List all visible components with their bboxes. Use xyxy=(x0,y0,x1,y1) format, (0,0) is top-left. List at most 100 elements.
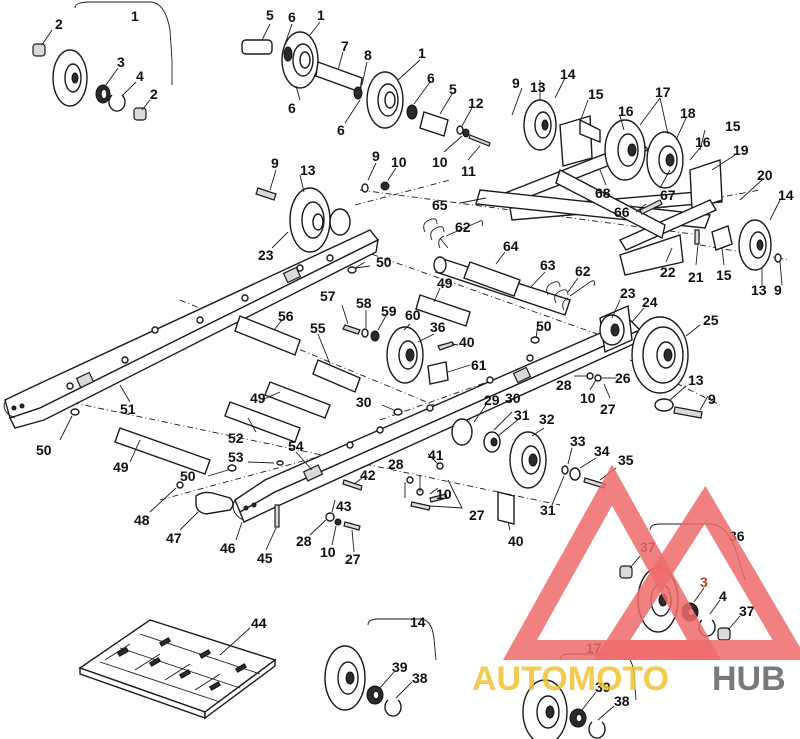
bolt-27b xyxy=(429,493,448,503)
callout: 4 xyxy=(719,588,727,604)
idler-wheel-group-top-left xyxy=(32,1,173,121)
callout: 39 xyxy=(392,659,408,675)
callout: 21 xyxy=(688,269,704,285)
arm-end xyxy=(619,234,684,276)
callout: 23 xyxy=(258,247,274,263)
inset-wheel-14 xyxy=(324,618,437,717)
callout: 27 xyxy=(469,507,485,523)
callout: 9 xyxy=(708,391,716,407)
callout: 62 xyxy=(575,263,591,279)
bolt-9 xyxy=(673,406,703,419)
rail-clip xyxy=(75,371,95,389)
callout: 15 xyxy=(588,86,604,102)
callout: 8 xyxy=(364,47,372,63)
callout: 42 xyxy=(360,467,376,483)
callout: 6 xyxy=(337,122,345,138)
idler-axle-assembly-top xyxy=(241,21,491,161)
rail-slide-47 xyxy=(195,491,234,515)
callout: 28 xyxy=(556,377,572,393)
skid-plate-44 xyxy=(78,619,277,720)
callout: 59 xyxy=(381,303,397,319)
cross-arm xyxy=(555,168,666,240)
callout: 37 xyxy=(739,603,755,619)
callout: 9 xyxy=(271,155,279,171)
shaft-49-upper xyxy=(415,294,471,327)
axle-end xyxy=(241,39,273,55)
screw-48 xyxy=(176,481,184,489)
automotohub-watermark: AUTOMOTO HUB xyxy=(472,464,800,698)
snap-ring-38 xyxy=(384,699,402,717)
spring-62-left xyxy=(423,218,445,249)
callout: 50 xyxy=(180,468,196,484)
callout: 13 xyxy=(300,162,316,178)
callout: 50 xyxy=(376,254,392,270)
snap-ring-38 xyxy=(588,721,606,739)
callout: 34 xyxy=(594,443,610,459)
callout: 49 xyxy=(250,390,266,406)
callout: 30 xyxy=(505,390,521,406)
callout: 6 xyxy=(288,100,296,116)
callout: 60 xyxy=(405,307,421,323)
callout: 4 xyxy=(136,68,144,84)
callout: 33 xyxy=(570,433,586,449)
callout: 40 xyxy=(508,533,524,549)
watermark-word-hub: HUB xyxy=(712,660,786,698)
callout: 65 xyxy=(432,197,448,213)
bolt xyxy=(468,134,491,147)
nut xyxy=(32,43,46,57)
rail-end-hardware xyxy=(149,451,361,553)
callout: 47 xyxy=(166,530,182,546)
callout: 53 xyxy=(228,449,244,465)
shaft-49-lower xyxy=(114,427,211,475)
callout: 35 xyxy=(618,452,634,468)
callout: 54 xyxy=(288,438,304,454)
callout: 15 xyxy=(725,118,741,134)
callout: 16 xyxy=(695,134,711,150)
callout: 5 xyxy=(266,7,274,23)
callout: 62 xyxy=(455,219,471,235)
rear-axle-arm-assembly xyxy=(459,77,783,286)
front-idler-left xyxy=(255,162,397,253)
callout: 44 xyxy=(251,615,267,631)
callout: 50 xyxy=(536,318,552,334)
callout: 10 xyxy=(320,544,336,560)
callout: 50 xyxy=(36,442,52,458)
callout: 36 xyxy=(430,319,446,335)
spacer xyxy=(419,111,449,137)
callout: 56 xyxy=(278,308,294,324)
center-idler-36 xyxy=(341,304,471,385)
spring-62-right xyxy=(546,281,569,311)
callout: 18 xyxy=(680,105,696,121)
bracket-61 xyxy=(427,361,449,385)
callout: 3 xyxy=(700,574,708,590)
callout: 1 xyxy=(131,8,139,24)
bolt-40 xyxy=(437,341,455,351)
callout: 24 xyxy=(642,294,658,310)
callout: 10 xyxy=(432,154,448,170)
callout: 10 xyxy=(436,486,452,502)
callout: 16 xyxy=(618,103,634,119)
callout: 30 xyxy=(356,394,372,410)
cross-shafts xyxy=(114,266,540,477)
callout: 2 xyxy=(55,16,63,32)
screw-45 xyxy=(274,504,280,528)
callout: 6 xyxy=(427,70,435,86)
hub-29 xyxy=(451,418,473,446)
callout: 1 xyxy=(418,45,426,61)
washer-53 xyxy=(276,460,284,466)
callout: 64 xyxy=(503,238,519,254)
callout: 10 xyxy=(580,390,596,406)
left-slide-rail xyxy=(3,229,380,441)
snap-ring xyxy=(108,94,126,112)
torsion-spring-assembly xyxy=(423,218,595,316)
callout: 58 xyxy=(356,295,372,311)
rail-51-lower xyxy=(9,238,379,429)
nut xyxy=(133,107,147,121)
bushing-15 xyxy=(711,225,733,251)
inset-wheel-17 xyxy=(522,653,637,739)
callout: 52 xyxy=(228,430,244,446)
callout: 67 xyxy=(660,187,676,203)
callout: 40 xyxy=(459,334,475,350)
callout: 63 xyxy=(540,257,556,273)
